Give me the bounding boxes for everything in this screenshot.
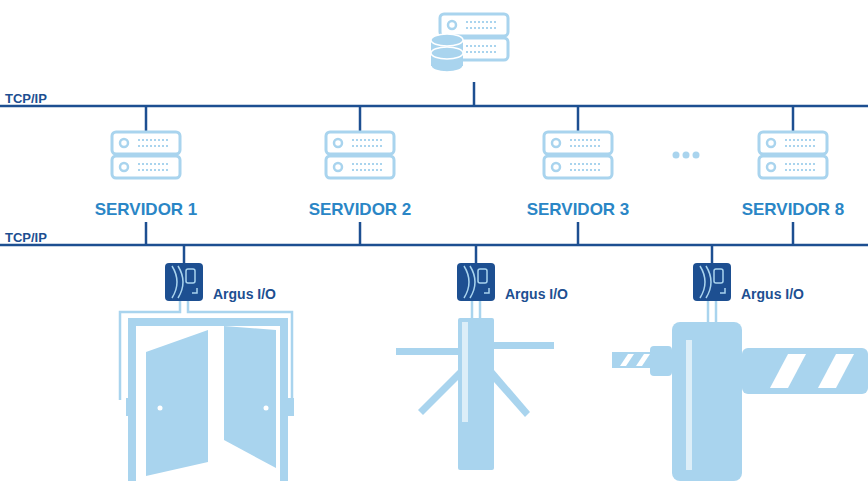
illustration-part bbox=[396, 348, 458, 355]
illustration-part bbox=[457, 263, 495, 301]
illustration-part bbox=[818, 354, 854, 388]
device-name: Argus I/O bbox=[741, 286, 804, 303]
server-name: SERVIDOR 1 bbox=[95, 200, 198, 220]
server-name: SERVIDOR 2 bbox=[309, 200, 412, 220]
illustration-part bbox=[418, 370, 458, 415]
illustration-part bbox=[158, 406, 163, 411]
device-label-node: Argus I/O bbox=[211, 285, 278, 304]
illustration-part bbox=[544, 132, 612, 178]
illustration-part bbox=[494, 370, 530, 417]
server-label-node: SERVIDOR 8 bbox=[738, 198, 849, 222]
bus-label: TCP/IP bbox=[5, 230, 47, 245]
device-name: Argus I/O bbox=[505, 286, 568, 303]
illustration-part bbox=[475, 245, 478, 263]
illustration-part bbox=[462, 322, 468, 422]
illustration-part bbox=[770, 354, 806, 388]
illustration-part bbox=[128, 318, 288, 481]
illustration-part bbox=[145, 222, 148, 245]
illustration-part bbox=[693, 152, 700, 159]
double-door bbox=[126, 318, 294, 481]
illustration-part bbox=[473, 82, 476, 106]
illustration-part bbox=[693, 263, 731, 301]
illustration-part bbox=[431, 34, 463, 46]
illustration-part bbox=[792, 106, 795, 132]
device-label-node: Argus I/O bbox=[503, 285, 570, 304]
illustration-part bbox=[742, 348, 868, 394]
illustration-part bbox=[620, 354, 634, 366]
illustration-part bbox=[636, 354, 650, 366]
illustration-part bbox=[715, 301, 718, 322]
illustration-part bbox=[224, 326, 276, 468]
device-label-node: Argus I/O bbox=[739, 285, 806, 304]
ellipsis-dots bbox=[673, 152, 700, 159]
illustration-part bbox=[359, 106, 362, 132]
illustration-part bbox=[711, 245, 714, 263]
illustration-part bbox=[707, 301, 710, 322]
illustration-part bbox=[431, 47, 463, 59]
illustration-part bbox=[494, 342, 554, 349]
illustration-part bbox=[359, 222, 362, 245]
server-name: SERVIDOR 3 bbox=[527, 200, 630, 220]
server-label-node: SERVIDOR 1 bbox=[91, 198, 202, 222]
tcpip-bus bbox=[0, 82, 868, 263]
illustration-part bbox=[264, 406, 269, 411]
turnstile bbox=[396, 318, 554, 470]
illustration-part bbox=[326, 132, 394, 178]
illustration-part bbox=[792, 222, 795, 245]
illustration-part bbox=[126, 398, 134, 416]
illustration-part bbox=[577, 222, 580, 245]
device-name: Argus I/O bbox=[213, 286, 276, 303]
server-label-node: SERVIDOR 2 bbox=[305, 198, 416, 222]
illustration-part bbox=[183, 245, 186, 263]
illustration-part bbox=[458, 318, 494, 470]
illustration-part bbox=[0, 105, 868, 108]
illustration-part bbox=[612, 352, 650, 368]
illustration-part bbox=[673, 152, 680, 159]
illustration-part bbox=[145, 106, 148, 132]
illustration-part bbox=[479, 301, 482, 318]
server-name: SERVIDOR 8 bbox=[742, 200, 845, 220]
bus-label: TCP/IP bbox=[5, 91, 47, 106]
barrier-gate bbox=[612, 322, 868, 481]
database-server-icon bbox=[431, 14, 508, 72]
illustration-part bbox=[759, 132, 827, 178]
illustration-part bbox=[146, 330, 208, 476]
illustration-part bbox=[650, 346, 672, 376]
illustration-part bbox=[471, 301, 474, 318]
illustration-part bbox=[0, 244, 868, 247]
illustration-part bbox=[672, 322, 742, 481]
illustration-part bbox=[683, 152, 690, 159]
device-wires bbox=[120, 301, 716, 400]
illustration-part bbox=[686, 340, 692, 470]
illustration-part bbox=[577, 106, 580, 132]
server-label-node: SERVIDOR 3 bbox=[523, 198, 634, 222]
illustration-part bbox=[165, 263, 203, 301]
illustration-part bbox=[286, 398, 294, 416]
illustration-part bbox=[112, 132, 180, 178]
